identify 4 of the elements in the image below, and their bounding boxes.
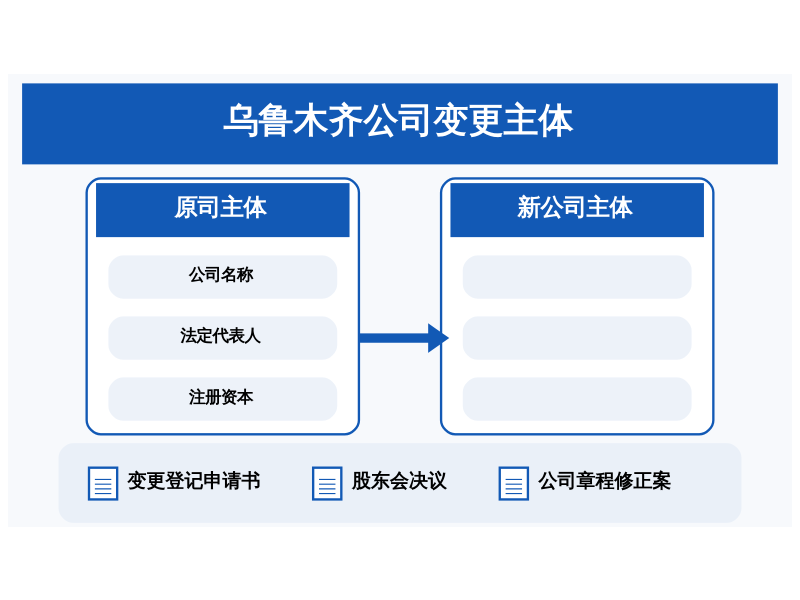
- node-box: 变更登记申请书 股东会决议 公司章程修正案: [58, 442, 742, 522]
- diagram-title: 乌鲁木齐公司变更主体: [223, 100, 574, 141]
- cluster: 新公司主体: [440, 176, 715, 435]
- arrow: [358, 322, 450, 352]
